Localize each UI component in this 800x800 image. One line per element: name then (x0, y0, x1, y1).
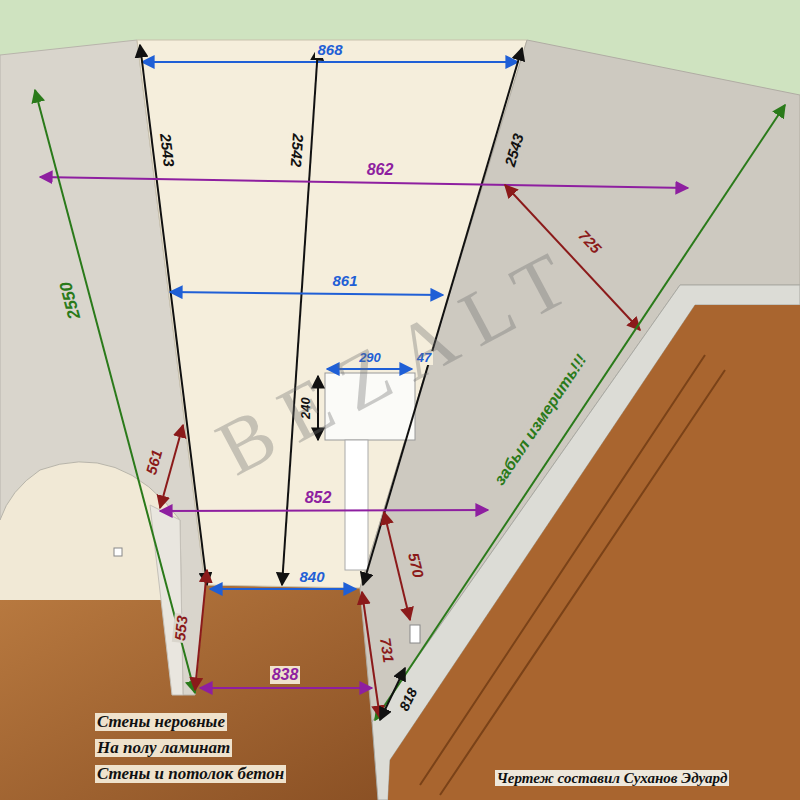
dimension-line (142, 61, 518, 63)
dimension-value: 570 (405, 549, 428, 581)
dimension-value: 868 (315, 42, 344, 59)
door-panel (420, 355, 725, 795)
dimension-value: 561 (143, 446, 167, 478)
dimension-value: 818 (396, 684, 422, 715)
dimension-value: 553 (172, 613, 191, 644)
note-text: Стены и потолок бетон (95, 765, 286, 784)
dimension-line (210, 588, 356, 590)
dimension-value: 840 (297, 569, 326, 586)
dimension-line (140, 45, 207, 585)
note-text: Стены неровные (95, 713, 227, 732)
note-text: На полу ламинат (95, 739, 232, 758)
socket (410, 625, 420, 643)
dimension-line (35, 90, 195, 693)
lamp-strip (345, 440, 368, 570)
dimension-line (384, 512, 410, 620)
dimension-line (160, 510, 488, 511)
dimension-value: 2550 (57, 277, 86, 322)
dimension-value: 861 (330, 273, 359, 290)
dimension-value: 2542 (287, 131, 306, 169)
watermark: BEZALT (202, 227, 599, 492)
dimension-value: 838 (270, 666, 301, 684)
dimension-line (160, 425, 183, 508)
dimension-value: 731 (377, 634, 397, 665)
dimension-line (375, 105, 785, 720)
socket (114, 548, 122, 556)
dimension-line (362, 592, 380, 718)
dimension-line (200, 687, 372, 689)
note-text: забыл измерить!!! (489, 350, 591, 490)
dimension-value: 725 (574, 226, 606, 258)
dimension-value: 852 (303, 489, 334, 507)
arch-jamb (150, 505, 183, 695)
dimension-line (380, 668, 405, 720)
dimension-line (170, 292, 443, 295)
dimension-value: 862 (365, 161, 396, 179)
dimension-value: 2543 (157, 130, 178, 169)
dimension-value: 2543 (502, 130, 528, 171)
author-credit: Чертеж составил Суханов Эдуард (495, 770, 730, 787)
dimension-line (195, 570, 207, 690)
